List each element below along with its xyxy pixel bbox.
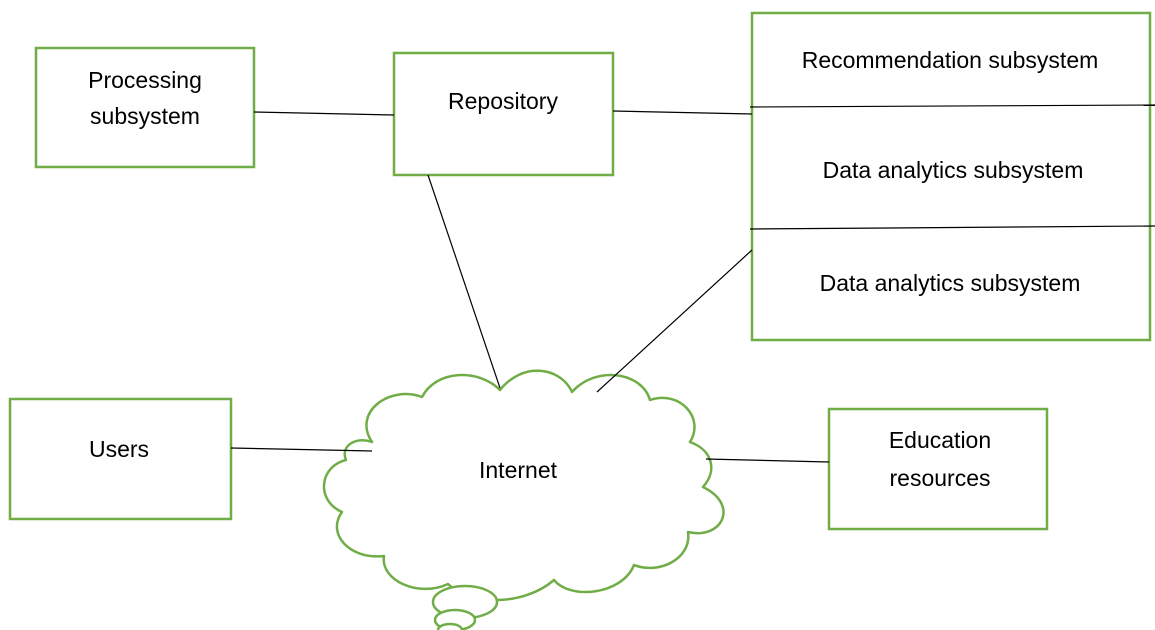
cloud-tail-bubble-small [436,622,464,630]
repository-node: Repository [392,51,615,177]
education-resources-label-line1: Education [889,427,991,453]
subsystems-stack-box [750,11,1152,342]
processing-subsystem-label-line2: subsystem [90,103,200,129]
processing-subsystem-label-line1: Processing [88,67,202,93]
data-analytics-subsystem-label-2: Data analytics subsystem [820,270,1081,296]
users-node: Users [8,397,233,521]
education-resources-node: Education resources [827,407,1049,531]
connector-users-to-internet [230,447,373,452]
users-label: Users [89,436,149,462]
connector-internet-to-education [705,458,830,463]
processing-subsystem-box [34,46,256,169]
subsystems-divider-1 [749,104,1155,108]
users-box [8,397,233,521]
subsystems-stack-node: Recommendation subsystem Data analytics … [749,11,1155,342]
repository-label: Repository [448,88,558,114]
connector-subsystems-to-internet [596,249,753,393]
education-resources-box [827,407,1049,531]
subsystems-divider-2 [749,225,1155,230]
recommendation-subsystem-label: Recommendation subsystem [802,47,1099,73]
internet-cloud-node: Internet [322,369,725,630]
repository-box [392,51,615,177]
processing-subsystem-node: Processing subsystem [34,46,256,169]
education-resources-label-line2: resources [890,465,991,491]
data-analytics-subsystem-label-1: Data analytics subsystem [823,157,1084,183]
connector-repository-to-subsystems [612,110,753,115]
connector-repository-to-internet [427,174,501,389]
connector-processing-to-repository [253,111,395,116]
internet-label: Internet [479,457,558,483]
internet-cloud-shape [322,369,725,602]
